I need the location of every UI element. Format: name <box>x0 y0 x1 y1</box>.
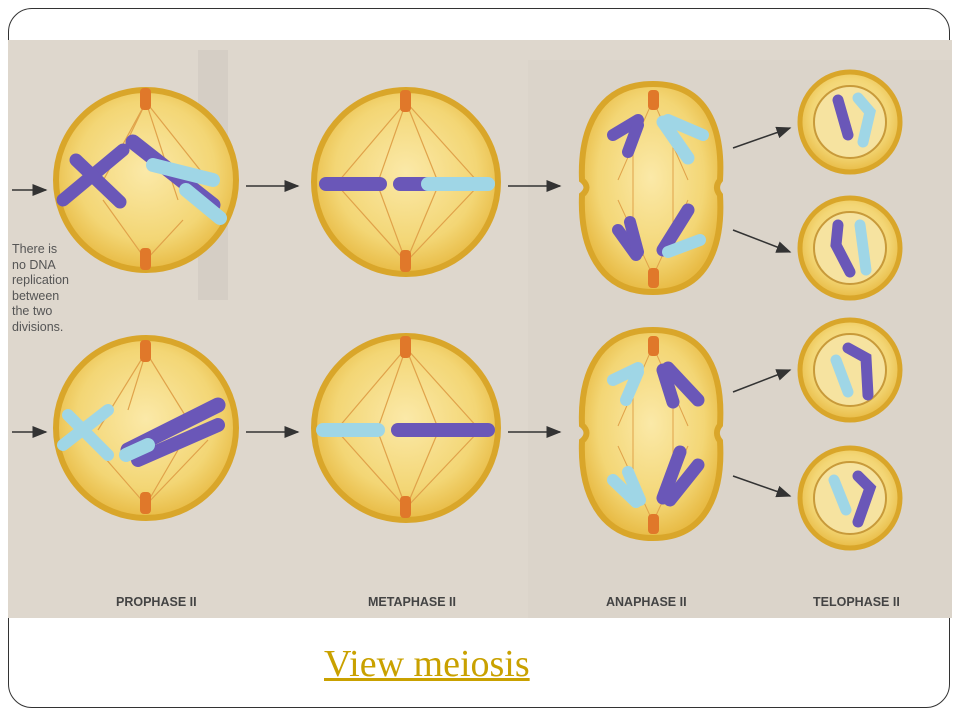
centrosome-top <box>140 340 151 362</box>
centrosome-top <box>648 336 659 356</box>
centrosome-bottom <box>648 268 659 288</box>
note-line: replication <box>12 273 69 287</box>
centrosome-bottom <box>140 248 151 270</box>
centrosome-top <box>648 90 659 110</box>
anaphase-cell-bottom <box>578 326 724 542</box>
centrosome-top <box>400 90 411 112</box>
telophase-cell-3 <box>797 317 903 423</box>
centrosome-top <box>400 336 411 358</box>
arrow-ana-telo-2 <box>732 229 792 253</box>
note-line: the two <box>12 304 53 318</box>
prophase-cell-top <box>53 87 239 273</box>
note-line: There is <box>12 242 58 256</box>
label-anaphase-ii: ANAPHASE II <box>606 595 687 609</box>
no-replication-note: There is no DNA replication between the … <box>12 242 142 335</box>
telophase-cell-1 <box>797 69 903 175</box>
arrow-ana-telo-1 <box>732 126 792 149</box>
centrosome-bottom <box>648 514 659 534</box>
telophase-cell-2 <box>797 195 903 301</box>
prophase-cell-bottom <box>53 335 239 521</box>
telophase-cell-4 <box>797 445 903 551</box>
view-meiosis-link[interactable]: View meiosis <box>324 643 530 685</box>
note-line: between <box>12 288 60 303</box>
note-line: no DNA <box>12 257 56 272</box>
arrow-ana-telo-4 <box>732 475 792 498</box>
centrosome-top <box>140 88 151 110</box>
note-line: divisions. <box>12 319 64 334</box>
metaphase-cell-top <box>311 87 501 277</box>
label-prophase-ii: PROPHASE II <box>116 595 197 609</box>
centrosome-bottom <box>140 492 151 514</box>
anaphase-cell-top <box>578 80 724 296</box>
label-metaphase-ii: METAPHASE II <box>368 595 456 609</box>
metaphase-cell-bottom <box>311 333 501 523</box>
meiosis-ii-diagram <box>8 40 952 618</box>
label-telophase-ii: TELOPHASE II <box>813 595 900 609</box>
centrosome-bottom <box>400 250 411 272</box>
centrosome-bottom <box>400 496 411 518</box>
arrow-ana-telo-3 <box>732 369 792 393</box>
